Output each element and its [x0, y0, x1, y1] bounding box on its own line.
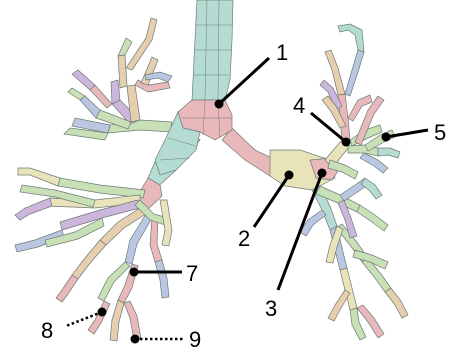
callout-label-9: 9: [189, 327, 201, 352]
callout-dot-2: [285, 171, 294, 180]
callout-label-5: 5: [434, 120, 446, 145]
callout-dot-3: [318, 169, 327, 178]
callout-label-1: 1: [276, 40, 288, 65]
callout-dot-7: [130, 268, 139, 277]
callout-dot-9: [131, 335, 140, 344]
callout-label-8: 8: [41, 318, 53, 343]
callout-label-7: 7: [186, 261, 198, 286]
callout-dot-4: [342, 138, 351, 147]
callout-dot-1: [215, 100, 224, 109]
callout-line-3: [278, 173, 322, 290]
left-lung-branches: [15, 18, 200, 341]
callout-dot-5: [382, 133, 391, 142]
callout-line-2: [254, 175, 289, 227]
right-lung-branches: [222, 24, 408, 340]
callout-label-2: 2: [238, 226, 250, 251]
callout-label-4: 4: [293, 93, 305, 118]
trachea: [192, 0, 233, 100]
callout-dot-8: [98, 308, 107, 317]
callout-label-3: 3: [265, 296, 277, 321]
